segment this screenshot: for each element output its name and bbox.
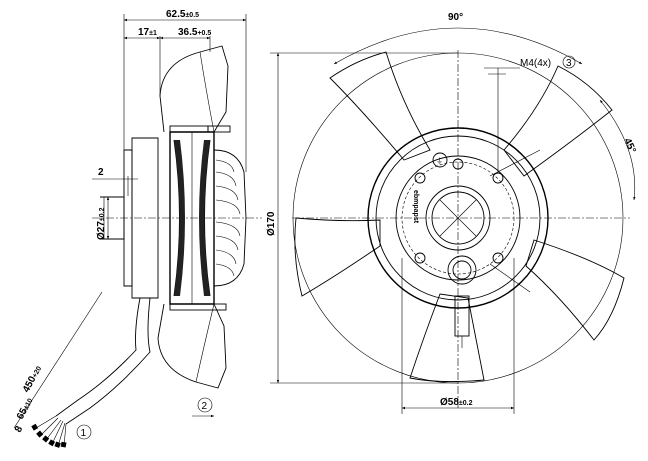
blade-5 [294,217,381,297]
lower-blade-edge [195,303,215,383]
mount-hole-1 [414,172,426,184]
upper-blade-edge [199,51,215,133]
dim-overall-diameter: Ø170 [266,211,277,236]
angle-90-arc [333,27,583,65]
mounting-holes [414,158,504,264]
callout-1-circle [76,424,92,440]
motor-housing-outer [367,127,549,309]
spoke-b [489,263,531,293]
hub-cross-b [439,199,477,237]
callout-2-circle [197,397,213,413]
hub-protrusion [100,196,125,240]
callout-2-label: 2 [202,401,208,412]
hub-inner [431,191,485,245]
mount-hole-4 [492,252,504,264]
stator-outline [213,149,247,287]
brand-label: ebmpapst [412,190,419,224]
blade-1 [329,51,431,161]
cable-lower [65,297,151,425]
earth-symbol: ⏚ [436,157,443,165]
motor-inner-ring [395,155,521,281]
side-view: 62.5±0.5 17±1 36.5+0.5 2 Ø27±0.2 450+20 … [13,9,262,448]
dim-angle-top: 90° [448,12,463,23]
dim-line-cable [13,291,103,429]
cable-boss-inner [452,260,472,280]
dim-front-offset: 17±1 [138,27,157,38]
rotor-hatch-fill-right [199,140,210,296]
mount-hole-3 [414,252,426,264]
motor-housing-ring [375,135,541,301]
dim-hub-diameter: Ø27±0.2 [96,207,107,240]
mount-hole-2 [492,172,504,184]
dim-strip-length: 65±10 [15,396,35,421]
upper-blade-root [207,125,231,133]
cable-boss-outer [447,255,477,285]
mount-hole-5 [452,158,464,170]
fan-blades [294,51,625,383]
rotor-hatch-right [204,139,211,297]
dim-flange-thickness: 2 [98,167,104,178]
hub-outer [425,185,491,251]
front-view: ⏚ ebmpapst Ø170 90° 45° M4(4x) 3 [266,12,638,414]
cable-upper [55,297,141,417]
dim-mount-screws: M4(4x) [520,58,551,69]
cable-exit [454,295,470,337]
spoke-a [489,149,541,177]
dim-bolt-circle: Ø58±0.2 [440,397,473,408]
dim-overall-depth: 62.5±0.5 [166,9,199,20]
bolt-circle [401,161,515,275]
rear-body [131,137,159,299]
lower-blade [157,303,227,389]
upper-rotor-cap [169,125,209,133]
rotor-hatch-fill-left [174,140,185,296]
blade-4 [409,293,485,383]
dim-rear-depth: 36.5+0.5 [178,27,211,38]
lower-blade-root [169,303,227,311]
stator-fins [215,159,241,277]
upper-blade [159,45,229,133]
dim-wire-end: 8 [13,424,26,434]
angle-45-arc [599,99,636,201]
callout-3-circle [562,55,576,69]
dim-angle-side: 45° [621,137,637,155]
blade-3 [525,239,625,341]
earth-boss [432,152,448,168]
wire-ends [31,415,67,448]
dim-cable-length: 450+20 [21,364,44,394]
callout-3-label: 3 [566,58,572,69]
callout-1-label: 1 [81,428,87,439]
rotor-hatch-left [173,139,180,297]
blade-2 [503,65,613,177]
